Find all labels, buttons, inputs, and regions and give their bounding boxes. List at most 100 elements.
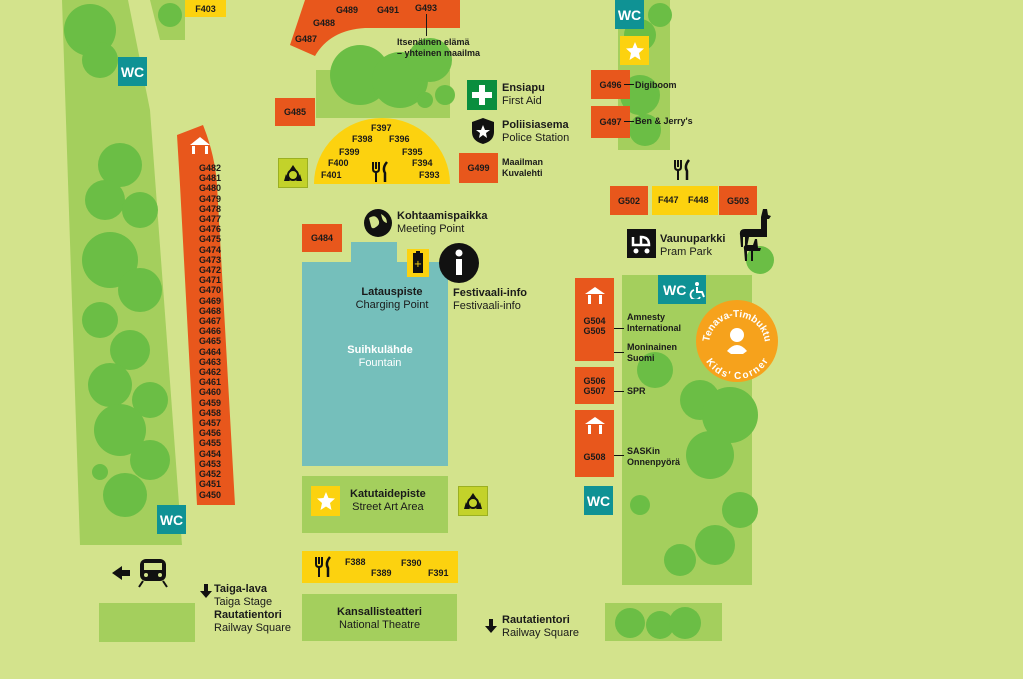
police-label: Poliisiasema Police Station xyxy=(502,119,569,145)
tent-g462[interactable]: G462 xyxy=(198,367,222,378)
tent-g454[interactable]: G454 xyxy=(198,448,222,459)
tent-g459[interactable]: G459 xyxy=(198,397,222,408)
stall-f395[interactable]: F395 xyxy=(402,147,423,157)
tent-g466[interactable]: G466 xyxy=(198,326,222,337)
stall-f394[interactable]: F394 xyxy=(412,158,433,168)
info-label: Festivaali-info Festivaali-info xyxy=(453,287,527,313)
street-art-fi: Katutaidepiste xyxy=(350,488,426,500)
wc-accessible[interactable]: WC xyxy=(658,275,706,304)
tent-g464[interactable]: G464 xyxy=(198,346,222,357)
tent-g478[interactable]: G478 xyxy=(198,203,222,214)
tent-g453[interactable]: G453 xyxy=(198,458,222,469)
tent-g497[interactable]: G497 xyxy=(591,106,630,138)
stall-f389[interactable]: F389 xyxy=(371,568,392,578)
stall-f447[interactable]: F447 xyxy=(658,195,679,205)
wc-right-bottom[interactable]: WC xyxy=(584,486,613,515)
stall-f397[interactable]: F397 xyxy=(371,123,392,133)
tent-g479[interactable]: G479 xyxy=(198,193,222,204)
first-aid-label: Ensiapu First Aid xyxy=(502,82,545,108)
wc-right-top[interactable]: WC xyxy=(615,0,644,29)
tent-g468[interactable]: G468 xyxy=(198,305,222,316)
stall-f388[interactable]: F388 xyxy=(345,557,366,567)
tent-g467[interactable]: G467 xyxy=(198,316,222,327)
police-fi: Poliisiasema xyxy=(502,119,569,131)
pointer-line xyxy=(624,121,634,122)
moninainen-line1: Moninainen xyxy=(627,342,677,352)
tent-g451[interactable]: G451 xyxy=(198,479,222,490)
arrow-left-icon xyxy=(112,566,130,580)
tent-g489[interactable]: G489 xyxy=(336,5,359,15)
tent-g452[interactable]: G452 xyxy=(198,469,222,480)
tent-g488[interactable]: G488 xyxy=(313,18,336,28)
pram-icon xyxy=(627,229,656,258)
tent-g477[interactable]: G477 xyxy=(198,214,222,225)
tent-g491[interactable]: G491 xyxy=(377,5,400,15)
tent-g506-g507[interactable]: G506 G507 xyxy=(575,367,614,404)
train-direction xyxy=(112,559,168,588)
tent-g458[interactable]: G458 xyxy=(198,407,222,418)
tent-g503[interactable]: G503 xyxy=(719,186,757,215)
stall-f401[interactable]: F401 xyxy=(321,170,342,180)
tent-g481[interactable]: G481 xyxy=(198,173,222,184)
stall-f398[interactable]: F398 xyxy=(352,134,373,144)
tent-g473[interactable]: G473 xyxy=(198,254,222,265)
tent-g460[interactable]: G460 xyxy=(198,387,222,398)
railway-fi: Rautatientori xyxy=(502,614,570,626)
amnesty-label: Amnesty International xyxy=(627,312,681,334)
tent-g484[interactable]: G484 xyxy=(302,224,342,252)
stall-f399[interactable]: F399 xyxy=(339,147,360,157)
taiga-fi: Taiga-lava xyxy=(214,583,267,595)
first-aid-cross-icon xyxy=(467,80,497,110)
stall-f393[interactable]: F393 xyxy=(419,170,440,180)
tent-g485[interactable]: G485 xyxy=(275,98,315,126)
itsenainen-line1: Itsenäinen elämä xyxy=(397,37,470,47)
tent-g499[interactable]: G499 xyxy=(459,153,498,183)
recycle-point-bottom xyxy=(458,486,488,516)
tent-g457[interactable]: G457 xyxy=(198,418,222,429)
taiga-en2: Railway Square xyxy=(214,622,292,634)
charging-fi: Latauspiste xyxy=(361,286,423,298)
street-art-star xyxy=(311,486,340,516)
wheelchair-icon xyxy=(690,281,706,299)
tent-g456[interactable]: G456 xyxy=(198,428,222,439)
tent-g487[interactable]: G487 xyxy=(295,34,318,44)
itsenainen-label: Itsenäinen elämä – yhteinen maailma xyxy=(397,37,480,59)
tent-g496[interactable]: G496 xyxy=(591,70,630,99)
stall-f396[interactable]: F396 xyxy=(389,134,410,144)
stall-f391[interactable]: F391 xyxy=(428,568,449,578)
stall-f403[interactable]: F403 xyxy=(185,0,226,17)
kids-corner-badge[interactable]: Tenava-Timbuktu Kids' Corner xyxy=(695,299,779,383)
tent-g463[interactable]: G463 xyxy=(198,356,222,367)
pointer-line xyxy=(614,455,624,456)
meeting-fi: Kohtaamispaikka xyxy=(397,210,488,222)
pram-en: Pram Park xyxy=(660,246,712,258)
house-icon xyxy=(584,417,605,434)
tent-g508[interactable]: G508 xyxy=(575,410,614,477)
tent-g469[interactable]: G469 xyxy=(198,295,222,306)
tent-g502[interactable]: G502 xyxy=(610,186,648,215)
info-icon[interactable] xyxy=(438,242,480,284)
tent-g470[interactable]: G470 xyxy=(198,285,222,296)
tent-g472[interactable]: G472 xyxy=(198,265,222,276)
tent-g476[interactable]: G476 xyxy=(198,224,222,235)
tent-g465[interactable]: G465 xyxy=(198,336,222,347)
stall-f400[interactable]: F400 xyxy=(328,158,349,168)
tent-g480[interactable]: G480 xyxy=(198,183,222,194)
tent-g450[interactable]: G450 xyxy=(198,489,222,500)
railway-square-label: Rautatientori Railway Square xyxy=(502,614,579,640)
pointer-line xyxy=(614,352,624,353)
tent-g482[interactable]: G482 xyxy=(198,163,222,173)
tent-g504-g505[interactable]: G504 G505 xyxy=(575,278,614,361)
tent-g471[interactable]: G471 xyxy=(198,275,222,286)
wc-left-bottom[interactable]: WC xyxy=(157,505,186,534)
pointer-line xyxy=(624,84,634,85)
wc-left-top[interactable]: WC xyxy=(118,57,147,86)
stall-f448[interactable]: F448 xyxy=(688,195,709,205)
stall-f390[interactable]: F390 xyxy=(401,558,422,568)
tent-g493[interactable]: G493 xyxy=(415,3,438,13)
taiga-label: Taiga-lava Taiga Stage Rautatientori Rai… xyxy=(214,583,291,635)
tent-g455[interactable]: G455 xyxy=(198,438,222,449)
tent-g475[interactable]: G475 xyxy=(198,234,222,245)
tent-g474[interactable]: G474 xyxy=(198,244,222,255)
tent-g461[interactable]: G461 xyxy=(198,377,222,388)
